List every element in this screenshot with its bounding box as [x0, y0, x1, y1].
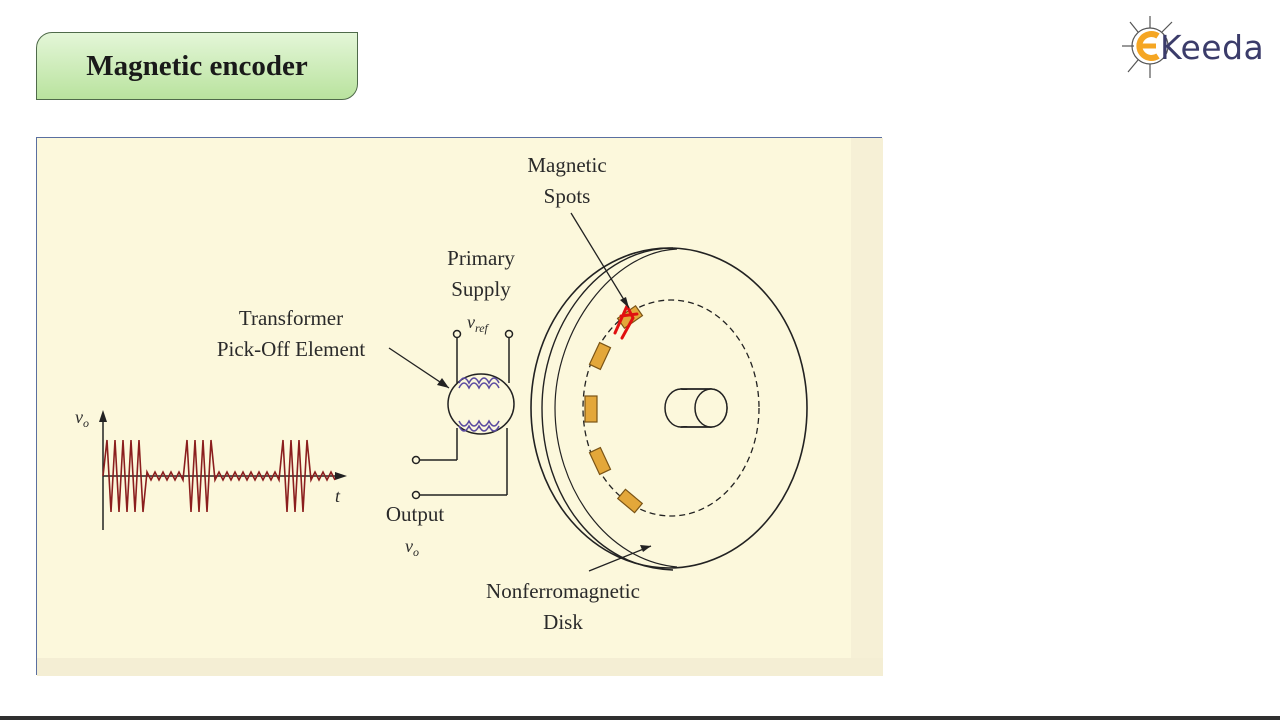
- logo-text: Keeda: [1160, 28, 1265, 67]
- label-t-axis: t: [335, 486, 341, 506]
- label-primary-supply-1: Primary: [447, 246, 515, 270]
- transformer-pickoff-icon: [411, 329, 515, 500]
- red-annotation-mark: [613, 302, 639, 340]
- label-disk-1: Nonferromagnetic: [486, 579, 640, 603]
- label-output-vo: vo: [405, 536, 419, 559]
- label-primary-supply-2: Supply: [451, 277, 511, 301]
- output-waveform-plot: vo t: [75, 407, 347, 530]
- label-transformer-1: Transformer: [239, 306, 343, 330]
- magnetic-spot: [616, 304, 644, 330]
- label-disk-2: Disk: [543, 610, 583, 634]
- magnetic-spots: [584, 304, 644, 514]
- ekeeda-logo: [1122, 16, 1173, 78]
- label-magnetic-spots-2: Spots: [544, 184, 591, 208]
- label-vo-axis: vo: [75, 407, 89, 430]
- magnetic-spot: [616, 488, 644, 514]
- signal-trace: [102, 439, 336, 513]
- logo-bug-icon: [1122, 16, 1173, 78]
- label-vref: vref: [467, 312, 490, 335]
- label-magnetic-spots-1: Magnetic: [527, 153, 606, 177]
- diagram-panel: Magnetic Spots Nonferromagnetic Disk Pri…: [36, 137, 883, 676]
- magnetic-spot: [588, 446, 612, 476]
- magnetic-spot: [584, 395, 598, 423]
- magnetic-encoder-diagram: Magnetic Spots Nonferromagnetic Disk Pri…: [37, 138, 883, 676]
- label-output: Output: [386, 502, 445, 526]
- magnetic-spot: [588, 341, 612, 371]
- logo-e-mark: [1136, 31, 1160, 61]
- bottom-border: [0, 716, 1280, 720]
- label-transformer-2: Pick-Off Element: [217, 337, 365, 361]
- slide-title-box: Magnetic encoder: [36, 32, 358, 100]
- disk-hub-icon: [664, 388, 728, 428]
- slide-title: Magnetic encoder: [86, 49, 308, 82]
